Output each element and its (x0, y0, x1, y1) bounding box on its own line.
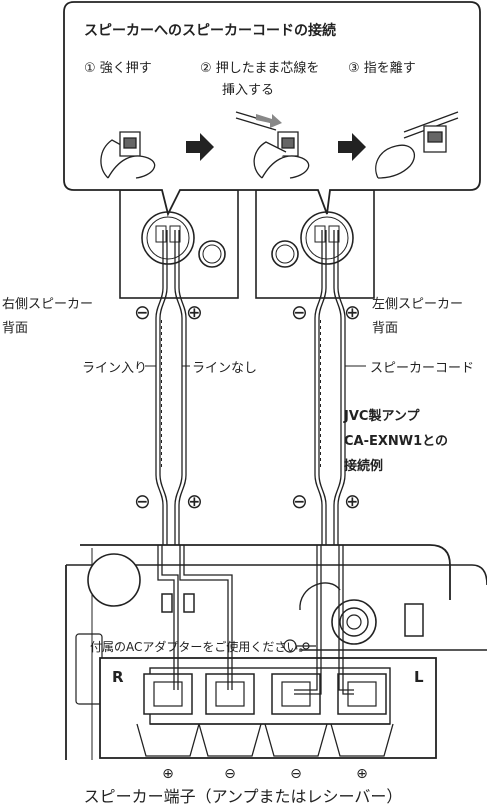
amp-left-plus-icon: ⊕ (344, 489, 361, 513)
left-speaker-label: 左側スピーカー (372, 297, 463, 312)
left-speaker-plus-icon: ⊕ (344, 300, 361, 324)
amp-right-plus-icon: ⊕ (186, 489, 203, 513)
example-note-line2: CA-EXNW1との (344, 434, 448, 449)
step-2-label: ② 押したまま芯線を (200, 60, 319, 76)
step-3-illustration (375, 111, 459, 179)
step-2-label-cont: 挿入する (222, 83, 274, 98)
callout-title: スピーカーへのスピーカーコードの接続 (84, 22, 336, 39)
channel-r-label: R (112, 668, 124, 686)
speaker-cord-label: スピーカーコード (370, 361, 474, 376)
right-speaker-minus-icon: ⊖ (134, 300, 151, 324)
speaker-terminal[interactable] (198, 673, 262, 757)
example-note-line1: JVC製アンプ (343, 408, 421, 424)
arrow-right-icon (338, 133, 366, 161)
right-speaker-plus-icon: ⊕ (186, 300, 203, 324)
terminal-polarity-1: ⊕ (162, 766, 174, 782)
step-1-label: ① 強く押す (84, 61, 152, 76)
right-speaker-label-cont: 背面 (2, 321, 28, 336)
terminal-caption: スピーカー端子（アンプまたはレシーバー） (84, 787, 403, 806)
amp-left-minus-icon: ⊖ (291, 489, 308, 513)
amp-right-minus-icon: ⊖ (134, 489, 151, 513)
terminal-polarity-3: ⊖ (290, 766, 302, 782)
step-3-label: ③ 指を離す (348, 61, 416, 76)
example-note-line3: 接続例 (344, 458, 383, 474)
step-2-illustration (235, 111, 310, 179)
line-marked-label: ライン入り (82, 361, 147, 376)
right-speaker-cable (155, 230, 187, 545)
arrow-right-icon (186, 133, 214, 161)
terminal-wiring (157, 545, 354, 695)
adapter-notice: 付属のACアダプターをご使用ください。 (90, 639, 310, 654)
left-speaker-label-cont: 背面 (372, 321, 398, 336)
left-speaker-back (255, 189, 375, 299)
speaker-terminal[interactable] (136, 673, 200, 757)
channel-l-label: L (414, 668, 424, 686)
terminal-polarity-4: ⊕ (356, 766, 368, 782)
line-unmarked-label: ラインなし (192, 361, 257, 376)
right-speaker-label: 右側スピーカー (2, 297, 93, 312)
polarity-symbol-icon (283, 639, 316, 653)
left-speaker-cable (314, 230, 346, 545)
left-speaker-minus-icon: ⊖ (291, 300, 308, 324)
callout-box (63, 1, 481, 217)
terminal-polarity-2: ⊖ (224, 766, 236, 782)
step-1-illustration (100, 131, 156, 179)
